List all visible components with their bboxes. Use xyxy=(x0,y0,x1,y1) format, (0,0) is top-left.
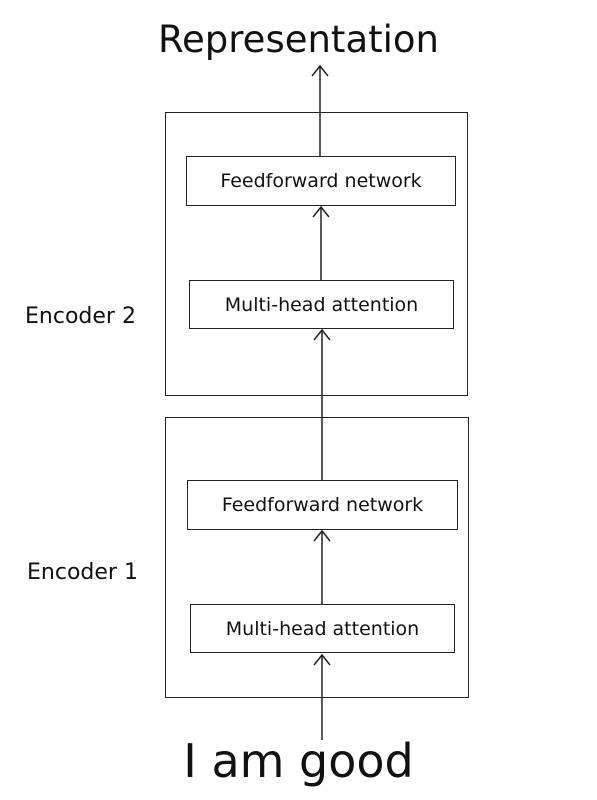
arrowhead-icon xyxy=(311,64,329,77)
encoder-1-label: Encoder 1 xyxy=(27,560,138,585)
arrowhead-icon xyxy=(313,328,331,341)
encoder-2-attention-layer: Multi-head attention xyxy=(189,280,454,329)
encoder-1-block xyxy=(165,417,469,698)
arrowhead-icon xyxy=(312,205,330,218)
encoder-2-label: Encoder 2 xyxy=(25,304,136,329)
encoder-2-feedforward-layer: Feedforward network xyxy=(186,156,456,206)
encoder-1-attention-layer: Multi-head attention xyxy=(190,604,455,653)
encoder-2-block xyxy=(165,112,468,396)
arrowhead-icon xyxy=(313,529,331,542)
output-representation-label: Representation xyxy=(157,18,439,61)
arrowhead-icon xyxy=(313,653,331,666)
encoder-1-feedforward-layer: Feedforward network xyxy=(187,480,458,530)
input-sentence-label: I am good xyxy=(183,734,414,788)
